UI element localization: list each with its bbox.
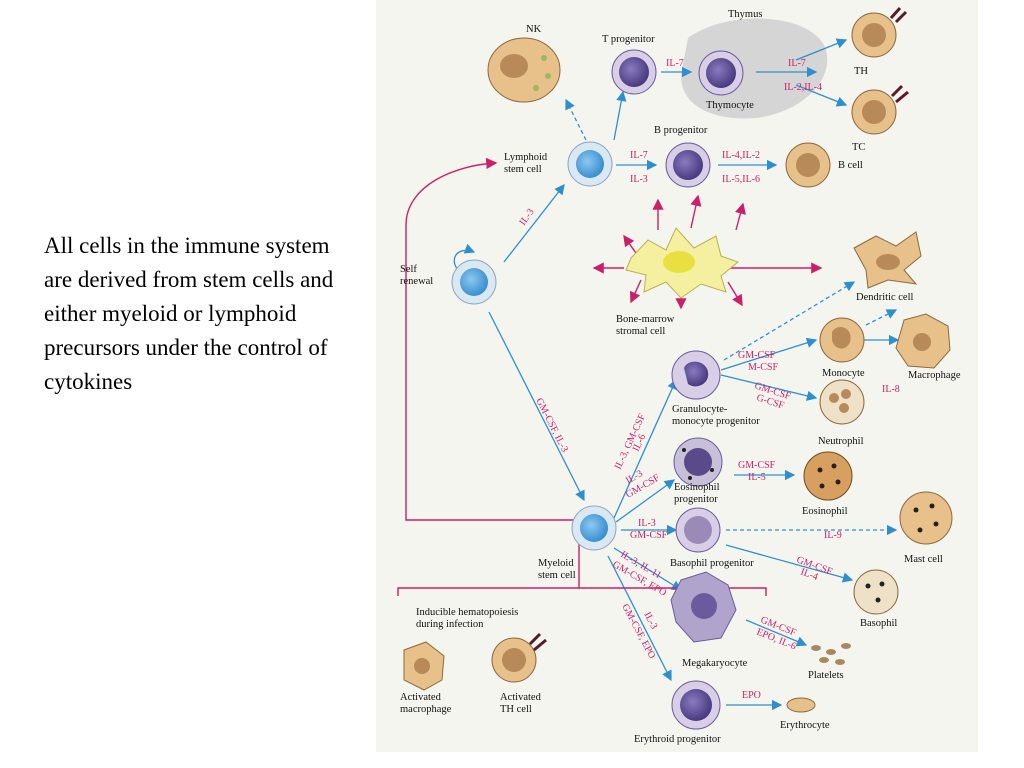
label-eosinophil-progenitor-2: progenitor — [674, 494, 718, 505]
basophil-progenitor-cell — [675, 507, 721, 553]
label-b-cell: B cell — [838, 160, 863, 171]
label-tc: TC — [852, 142, 865, 153]
label-thymus: Thymus — [728, 9, 762, 20]
th-cell — [851, 6, 908, 58]
label-erythrocyte: Erythrocyte — [780, 720, 830, 731]
label-lymphoid-stem-cell: Lymphoid — [504, 152, 548, 163]
mast-cell — [899, 491, 953, 545]
monocyte-cell — [819, 317, 865, 363]
label-basophil: Basophil — [860, 618, 897, 629]
label-eosinophil: Eosinophil — [802, 506, 848, 517]
cytokine-il5: IL-5 — [748, 472, 766, 483]
label-platelets: Platelets — [808, 670, 844, 681]
cytokine-gm-csf-4: GM-CSF — [738, 460, 776, 471]
cytokine-il4-il2: IL-4,IL-2 — [722, 150, 760, 161]
label-self-renewal: Self — [400, 264, 417, 275]
cytokine-il8: IL-8 — [882, 384, 900, 395]
eosinophil-progenitor-cell — [673, 437, 723, 487]
cytokine-il5-il6: IL-5,IL-6 — [722, 174, 760, 185]
cytokine-il9: IL-9 — [824, 530, 842, 541]
cytokine-m-csf: M-CSF — [748, 362, 778, 373]
label-megakaryocyte: Megakaryocyte — [682, 658, 748, 669]
label-activated-th-2: TH cell — [500, 704, 532, 715]
dendritic-cell — [853, 231, 922, 289]
b-cell — [785, 142, 831, 188]
macrophage-cell — [895, 313, 951, 369]
activated-macrophage-cell — [403, 641, 445, 691]
myeloid-stem-cell — [571, 505, 617, 551]
activated-th-cell — [491, 632, 547, 683]
diagram-svg: Thymus NK T progenitor Thymocyte TH TC B… — [397, 6, 961, 745]
label-activated-th: Activated — [500, 692, 542, 703]
label-mast-cell: Mast cell — [904, 554, 943, 565]
neutrophil-cell — [819, 379, 865, 425]
self-renewing-stem-cell — [451, 259, 497, 305]
label-neutrophil: Neutrophil — [818, 436, 864, 447]
label-inducible-2: during infection — [416, 619, 484, 630]
label-inducible: Inducible hematopoiesis — [416, 607, 518, 618]
label-th: TH — [854, 66, 868, 77]
label-macrophage: Macrophage — [908, 370, 961, 381]
platelets — [811, 643, 851, 665]
erythrocyte-cell — [786, 697, 816, 713]
label-b-progenitor: B progenitor — [654, 125, 708, 136]
label-bone-marrow-2: stromal cell — [616, 326, 665, 337]
label-myeloid-stem-cell: Myeloid — [538, 558, 574, 569]
label-nk: NK — [526, 24, 542, 35]
label-eosinophil-progenitor: Eosinophil — [674, 482, 720, 493]
cytokine-epo: EPO — [742, 690, 761, 701]
label-monocyte: Monocyte — [822, 368, 865, 379]
gm-progenitor-cell — [671, 350, 721, 400]
nk-cell — [487, 37, 561, 103]
label-thymocyte: Thymocyte — [706, 100, 754, 111]
basophil-cell — [853, 569, 899, 615]
label-lymphoid-stem-cell-2: stem cell — [504, 164, 542, 175]
tc-cell — [851, 84, 909, 135]
hematopoiesis-diagram: Thymus NK T progenitor Thymocyte TH TC B… — [376, 0, 978, 752]
bone-marrow-stromal-cell — [625, 227, 740, 299]
cytokine-il2-il4: IL-2,IL-4 — [784, 82, 822, 93]
label-myeloid-stem-cell-2: stem cell — [538, 570, 576, 581]
t-progenitor-cell — [611, 49, 657, 95]
eosinophil-cell — [803, 451, 853, 501]
b-progenitor-cell — [665, 142, 711, 188]
label-bone-marrow: Bone-marrow — [616, 314, 675, 325]
cytokine-il3-a: IL-3 — [630, 174, 648, 185]
cytokine-gm-csf-5: GM-CSF — [630, 530, 668, 541]
megakaryocyte-cell — [670, 571, 737, 643]
label-gm-progenitor: Granulocyte- — [672, 404, 728, 415]
cytokine-gm-csf-1: GM-CSF — [738, 350, 776, 361]
label-erythroid-progenitor: Erythroid progenitor — [634, 734, 721, 745]
label-activated-macrophage: Activated — [400, 692, 442, 703]
cytokine-gmcsf-il3: GM-CSF, IL-3 — [533, 396, 570, 454]
label-dendritic-cell: Dendritic cell — [856, 292, 914, 303]
label-self-renewal-2: renewal — [400, 276, 433, 287]
cytokine-il7-a: IL-7 — [666, 58, 684, 69]
label-activated-macrophage-2: macrophage — [400, 704, 452, 715]
thymocyte-cell — [698, 50, 744, 96]
cytokine-il7-b: IL-7 — [788, 58, 806, 69]
caption-text: All cells in the immune system are deriv… — [44, 233, 334, 394]
lymphoid-stem-cell — [567, 141, 613, 187]
label-t-progenitor: T progenitor — [602, 34, 655, 45]
cytokine-il7-c: IL-7 — [630, 150, 648, 161]
cytokine-il3-c: IL-3 — [638, 518, 656, 529]
label-gm-progenitor-2: monocyte progenitor — [672, 416, 760, 427]
label-basophil-progenitor: Basophil progenitor — [670, 558, 754, 569]
erythroid-progenitor-cell — [671, 680, 721, 730]
